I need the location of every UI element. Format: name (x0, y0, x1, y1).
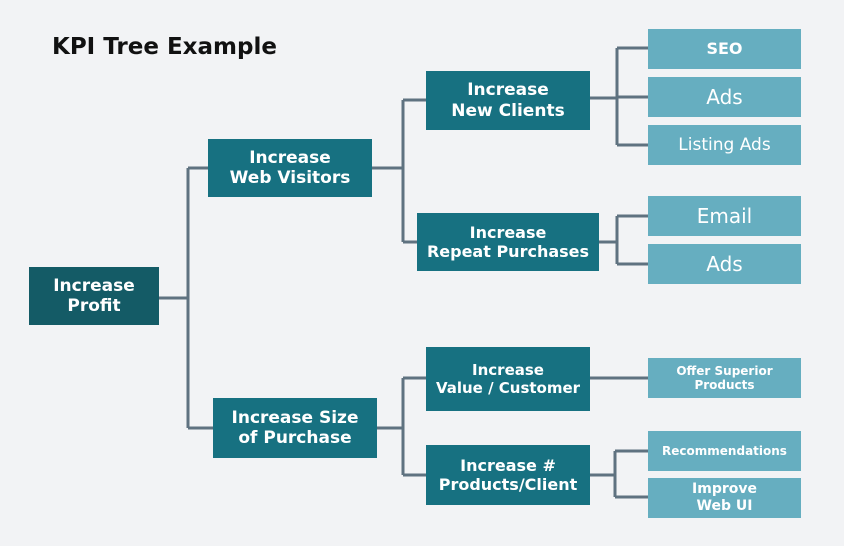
diagram-title: KPI Tree Example (52, 34, 277, 60)
node-increase-repeat-purchases: Increase Repeat Purchases (417, 213, 599, 271)
leaf-improve-web-ui: Improve Web UI (648, 478, 801, 518)
node-increase-profit: Increase Profit (29, 267, 159, 325)
node-increase-size-of-purchase: Increase Size of Purchase (213, 398, 377, 458)
leaf-listing-ads: Listing Ads (648, 125, 801, 165)
node-increase-web-visitors: Increase Web Visitors (208, 139, 372, 197)
connector-web-visitors (372, 98, 426, 244)
connector-size-of-purchase (377, 376, 426, 477)
connector-new-clients (590, 46, 648, 147)
leaf-seo: SEO (648, 29, 801, 69)
leaf-ads: Ads (648, 77, 801, 117)
leaf-email: Email (648, 196, 801, 236)
node-increase-value-customer: Increase Value / Customer (426, 347, 590, 411)
node-increase-products-client: Increase # Products/Client (426, 445, 590, 505)
connector-products-client (590, 449, 648, 499)
leaf-recommendations: Recommendations (648, 431, 801, 471)
connector-repeat-purchases (599, 214, 648, 266)
node-increase-new-clients: Increase New Clients (426, 71, 590, 130)
connector-profit (159, 166, 213, 430)
leaf-offer-superior-products: Offer Superior Products (648, 358, 801, 398)
leaf-ads-repeat: Ads (648, 244, 801, 284)
